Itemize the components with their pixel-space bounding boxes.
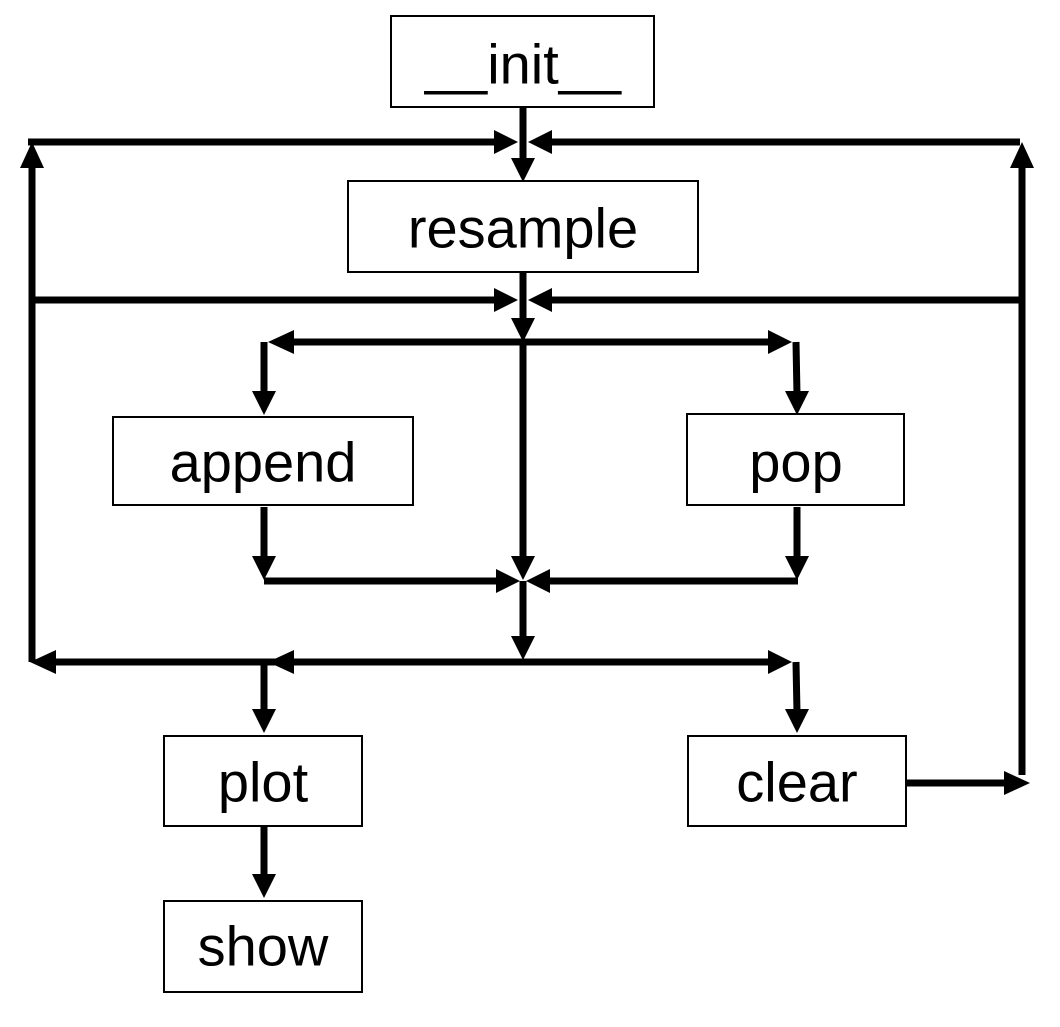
arrowhead-to-append — [252, 391, 276, 415]
node-resample-label: resample — [408, 197, 638, 260]
arrowhead-pop-merge — [526, 569, 550, 593]
edge-low-down-clear — [792, 661, 801, 714]
arrowhead-low-far-left — [30, 650, 56, 674]
node-pop-label: pop — [749, 431, 842, 494]
arrowhead-to-pop — [785, 391, 809, 415]
node-show-label: show — [198, 915, 329, 978]
node-init-label: __init__ — [424, 33, 622, 96]
node-plot: plot — [163, 735, 363, 827]
arrowhead-center-merge — [511, 556, 535, 580]
arrowheads — [20, 130, 1034, 898]
node-clear-label: clear — [736, 751, 857, 814]
arrowhead-to-show — [252, 874, 276, 898]
node-show-box — [163, 900, 363, 993]
node-pop: pop — [686, 413, 905, 506]
node-clear: clear — [687, 735, 907, 827]
arrowhead-clear-out — [1004, 771, 1030, 795]
arrowhead-dist-right — [768, 330, 792, 354]
arrowhead-append-down — [252, 556, 276, 580]
node-pop-box — [686, 413, 905, 506]
node-append-label: append — [170, 431, 357, 494]
arrowhead-right-riser-up — [1010, 142, 1034, 168]
node-init-box — [390, 15, 655, 108]
arrowhead-append-merge — [496, 569, 520, 593]
arrowhead-init-resample — [511, 158, 535, 182]
arrowhead-mid-right-into — [528, 288, 552, 312]
node-show: show — [163, 900, 363, 993]
arrowhead-merge-down — [511, 636, 535, 660]
arrowhead-low-right — [768, 650, 792, 674]
node-plot-box — [163, 735, 363, 827]
node-plot-label: plot — [218, 751, 309, 814]
arrowhead-mid-left-into — [494, 288, 518, 312]
node-append-box — [112, 416, 414, 506]
arrowhead-dist-left — [268, 330, 294, 354]
node-resample: resample — [347, 180, 699, 273]
node-clear-box — [687, 735, 907, 827]
arrowhead-low-left — [268, 650, 294, 674]
arrowhead-resample-out — [511, 318, 535, 342]
arrowhead-to-plot — [252, 709, 276, 733]
edge-dist-down-pop — [792, 341, 801, 396]
arrowhead-top-left-into — [494, 130, 518, 154]
arrowhead-pop-down — [785, 556, 809, 580]
node-resample-box — [347, 180, 699, 273]
arrowhead-left-riser-up — [20, 142, 44, 168]
node-append: append — [112, 416, 414, 506]
arrowhead-to-clear — [785, 709, 809, 733]
node-init: __init__ — [390, 15, 655, 108]
arrowhead-top-right-into — [528, 130, 552, 154]
